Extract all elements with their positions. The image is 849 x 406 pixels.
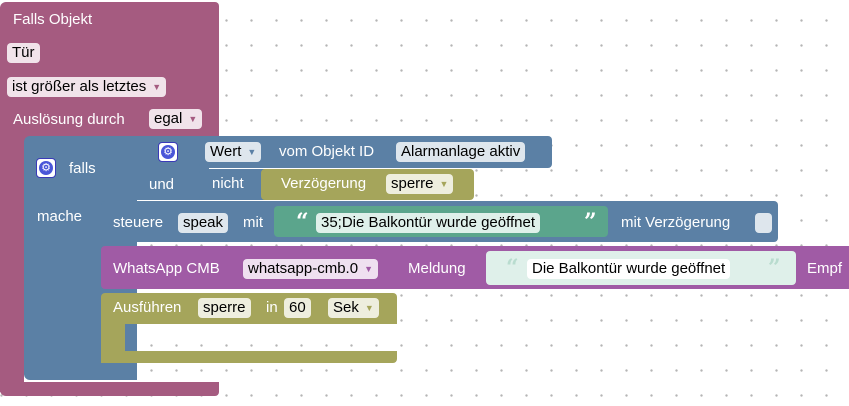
object-id-field[interactable]: Alarmanlage aktiv [396,142,526,162]
if-falls-label: falls [69,160,96,177]
trigger-object-field[interactable]: Tür [7,43,40,63]
whatsapp-message-field[interactable]: Die Balkontür wurde geöffnet [527,259,731,279]
execute-unit-value: Sek [333,299,359,316]
trigger-block-spine [0,140,24,392]
trigger-by-dropdown[interactable]: egal ▼ [149,109,203,129]
control-target-field[interactable]: speak [178,213,229,233]
trigger-condition-dropdown[interactable]: ist größer als letztes ▼ [7,77,167,97]
of-object-label: vom Objekt ID [279,143,375,160]
if-block-extension [130,136,138,200]
dropdown-arrow-icon: ▼ [152,82,162,92]
delay-check-dropdown[interactable]: sperre ▼ [386,174,454,194]
if-mache-label: mache [37,208,83,225]
delay-check-label: Verzögerung [281,175,367,192]
control-delay-checkbox[interactable] [755,213,772,233]
open-quote-icon: “ [296,209,309,235]
value-dropdown-value: Wert [210,143,242,160]
whatsapp-recipient-label: Empf [807,260,843,277]
and-mutator-gear-icon[interactable]: ⚙ [158,142,178,162]
control-text-field[interactable]: 35;Die Balkontür wurde geöffnet [316,213,541,233]
value-dropdown[interactable]: Wert ▼ [205,142,262,162]
open-quote-icon: “ [506,255,519,281]
close-quote-icon: ” [768,255,781,281]
not-block[interactable] [199,169,269,200]
trigger-block-footer [0,382,219,396]
trigger-condition-value: ist größer als letztes [12,78,147,95]
close-quote-icon: ” [584,209,597,235]
execute-in-label: in [266,299,278,316]
not-label: nicht [212,175,244,192]
dropdown-arrow-icon: ▼ [188,114,198,124]
trigger-by-value: egal [154,110,183,127]
whatsapp-instance-dropdown[interactable]: whatsapp-cmb.0 ▼ [243,259,378,279]
dropdown-arrow-icon: ▼ [247,147,257,157]
control-label: steuere [113,214,164,231]
execute-amount-field[interactable]: 60 [284,298,311,318]
control-with-label: mit [243,214,263,231]
execute-target-field[interactable]: sperre [198,298,251,318]
trigger-by-label: Auslösung durch [13,111,125,128]
whatsapp-label: WhatsApp CMB [113,260,220,277]
delay-check-value: sperre [391,175,434,192]
trigger-header: Falls Objekt [13,11,93,28]
if-mutator-gear-icon[interactable]: ⚙ [36,158,56,178]
whatsapp-message-label: Meldung [408,260,466,277]
control-delay-label: mit Verzögerung [621,214,731,231]
execute-block-footer [101,351,397,363]
execute-label: Ausführen [113,299,182,316]
whatsapp-instance-value: whatsapp-cmb.0 [248,260,359,277]
dropdown-arrow-icon: ▼ [439,179,449,189]
and-label: und [149,176,175,193]
dropdown-arrow-icon: ▼ [364,303,374,313]
execute-unit-dropdown[interactable]: Sek ▼ [328,298,379,318]
dropdown-arrow-icon: ▼ [364,264,373,274]
